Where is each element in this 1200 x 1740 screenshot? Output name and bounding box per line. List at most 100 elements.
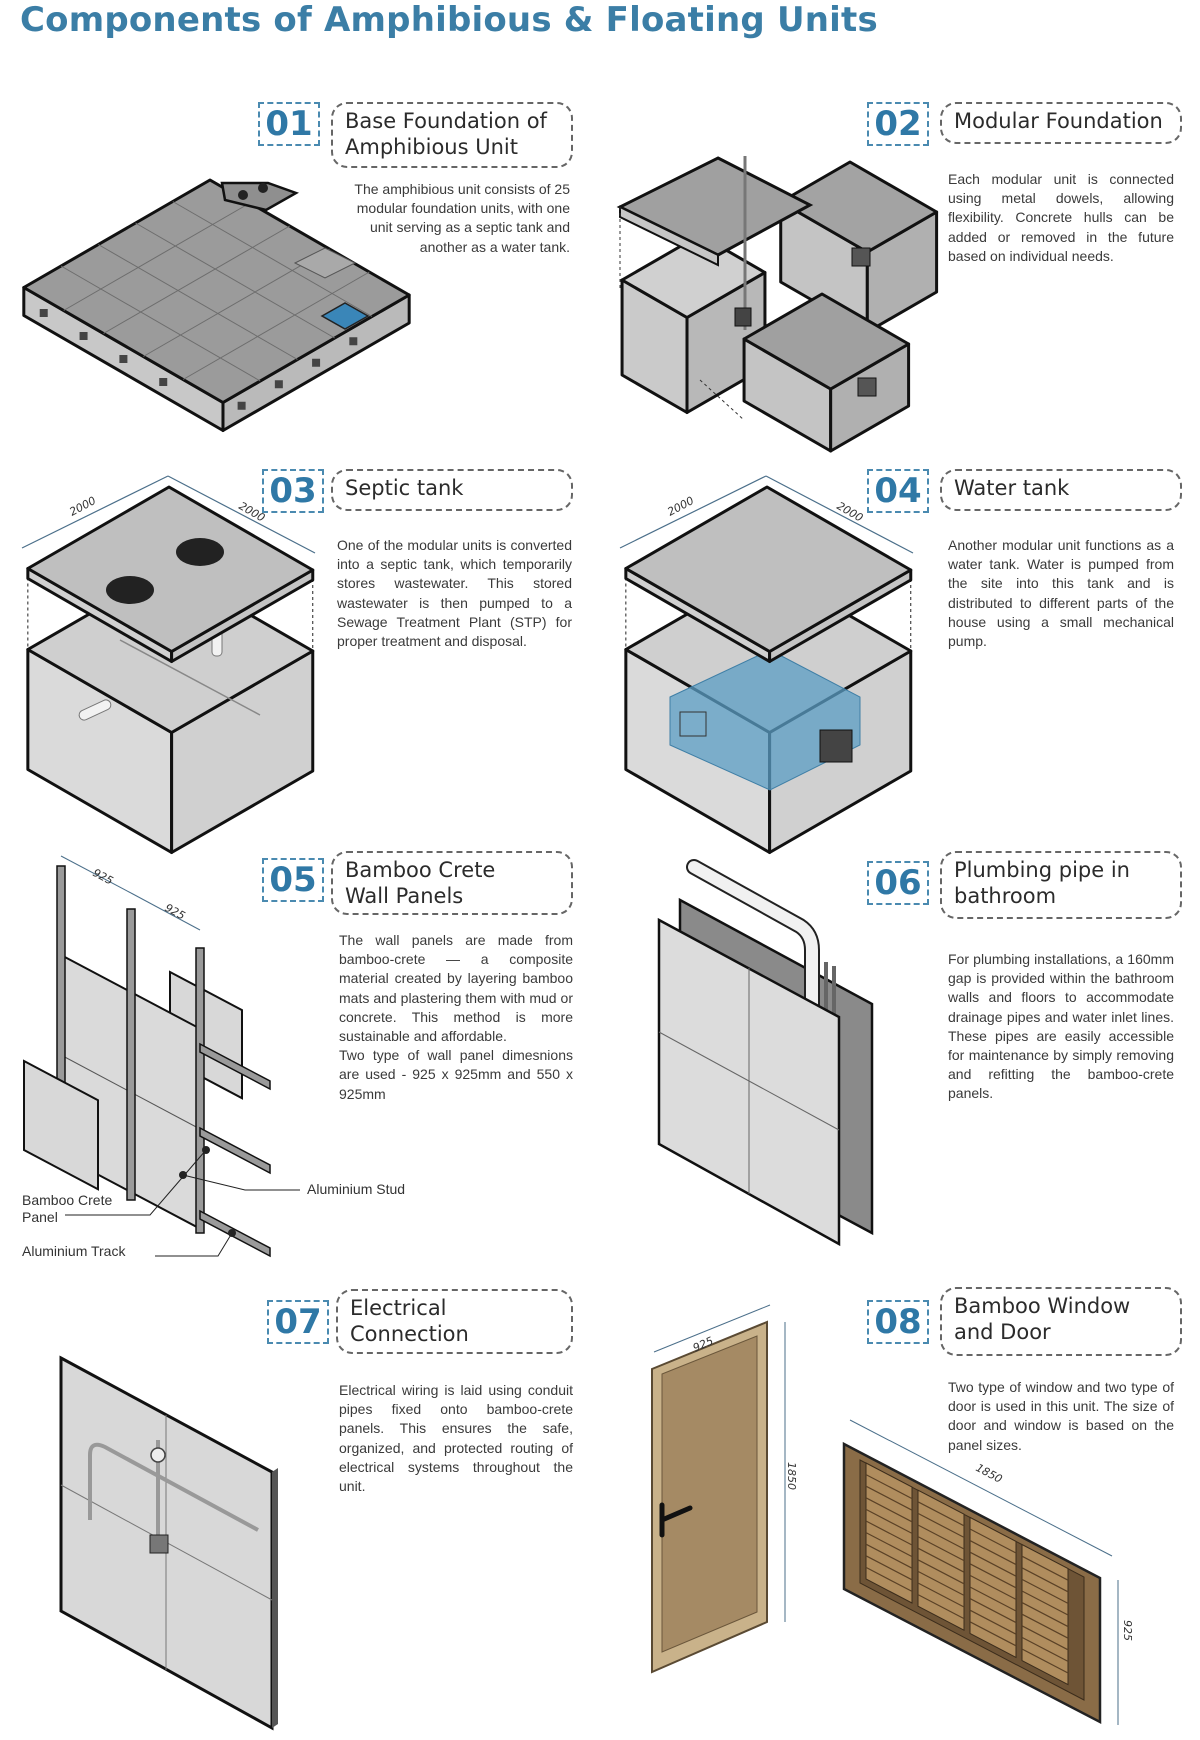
box-top-face (624, 485, 913, 653)
door-handle (659, 1502, 693, 1538)
section-title-08: Bamboo Window and Door (940, 1287, 1182, 1356)
window-door-illustration: 925 1850 1850 925 (651, 1304, 1134, 1725)
description-text: Another modular unit functions as a wate… (948, 537, 1174, 650)
section-title-02: Modular Foundation (940, 102, 1182, 144)
description-text: The amphibious unit consists of 25 modul… (354, 181, 570, 255)
dimension-line (765, 475, 914, 554)
box-top-face (26, 485, 315, 653)
louver-slat (1021, 1625, 1069, 1651)
water-tank-opening (320, 302, 370, 330)
aluminium-stud-label: Aluminium Stud (307, 1181, 406, 1197)
section-number-05: 05 (262, 858, 324, 902)
louver-slat (917, 1512, 965, 1538)
aluminium-track (199, 1042, 271, 1091)
dimension-line (21, 475, 169, 549)
dimension-line (60, 855, 132, 894)
louver-slat (1021, 1613, 1069, 1639)
dimension-line (130, 892, 201, 931)
switch-box (149, 1534, 169, 1554)
title-line: and Door (954, 1320, 1051, 1344)
section-description-03: One of the modular units is converted in… (337, 536, 572, 651)
louver-slat (969, 1598, 1017, 1624)
louver-slat (865, 1497, 913, 1523)
hull-connector (159, 378, 168, 386)
louver-slat (969, 1621, 1017, 1647)
louver-slat (917, 1582, 965, 1608)
louver-slat (917, 1524, 965, 1550)
louver-slat (865, 1543, 913, 1569)
dimension-line (849, 1419, 1113, 1557)
septic-tank-illustration: 2000 2000 (21, 475, 316, 854)
hull-connector (274, 380, 283, 389)
inlet-pipe (78, 699, 112, 721)
louver-slat (917, 1536, 965, 1562)
hull-connector (312, 358, 321, 367)
section-number-04: 04 (867, 469, 929, 513)
title-line: Amphibious Unit (345, 135, 518, 159)
grid-line (172, 201, 373, 317)
inlet-opening (679, 711, 707, 737)
water-tank-illustration: 2000 2000 (619, 475, 914, 854)
louver-slat (917, 1559, 965, 1585)
description-text: Electrical wiring is laid using conduit … (339, 1382, 573, 1495)
section-title-07: Electrical Connection (336, 1289, 573, 1354)
plumbing-illustration (657, 859, 874, 1247)
callout-line (182, 1174, 300, 1191)
hull-connector (79, 332, 88, 340)
louver-slat (969, 1563, 1017, 1589)
hull-connector (119, 355, 128, 363)
louver-slat (865, 1474, 913, 1500)
title-line: Modular Foundation (954, 109, 1163, 133)
louver-slat (865, 1532, 913, 1558)
base-foundation-illustration (22, 178, 411, 432)
louver-slat (1021, 1567, 1069, 1593)
grid-line (103, 225, 290, 334)
description-text: The wall panels are made from bamboo-cre… (339, 932, 573, 1045)
page-title: Components of Amphibious & Floating Unit… (20, 0, 878, 40)
title-line: Electrical (350, 1296, 447, 1320)
water-volume (669, 649, 861, 791)
aluminium-track-label: Aluminium Track (22, 1243, 126, 1259)
panel-edge (272, 1468, 278, 1728)
modular-foundation-illustration (616, 156, 939, 453)
tank-cover (293, 247, 357, 279)
hull-connector (857, 377, 877, 397)
hull-connector (237, 401, 246, 410)
section-title-04: Water tank (940, 469, 1182, 511)
hull-connector (349, 337, 358, 346)
grid-line (135, 222, 335, 339)
louver-slat (865, 1566, 913, 1592)
section-number-07: 07 (267, 1300, 329, 1344)
description-text: Two type of window and two type of door … (948, 1379, 1174, 1453)
guide-line (699, 379, 745, 421)
louver-slat (1021, 1602, 1069, 1628)
section-description-05: The wall panels are made from bamboo-cre… (339, 931, 573, 1104)
louver-slat (865, 1555, 913, 1581)
description-text: Each modular unit is connected using met… (948, 171, 1174, 264)
section-description-06: For plumbing installations, a 160mm gap … (948, 950, 1174, 1104)
louver-slat (1021, 1648, 1069, 1674)
title-line: Water tank (954, 476, 1070, 500)
aluminium-stud (195, 947, 205, 1234)
section-number-01: 01 (258, 102, 320, 146)
section-description-01: The amphibious unit consists of 25 modul… (334, 180, 570, 257)
title-line: Base Foundation of (345, 109, 547, 133)
junction-box (150, 1447, 166, 1463)
title-line: Bamboo Window (954, 1294, 1131, 1318)
wall-panel-illustration: 925 925 (23, 855, 300, 1258)
grid-line (143, 248, 330, 357)
dimension-label: 1850 (785, 1462, 798, 1490)
description-text: One of the modular units is converted in… (337, 537, 572, 650)
description-text: For plumbing installations, a 160mm gap … (948, 951, 1174, 1102)
callout-line (65, 1149, 207, 1216)
section-title-05: Bamboo Crete Wall Panels (331, 851, 573, 915)
louver-slat (917, 1501, 965, 1527)
louver-slat (969, 1551, 1017, 1577)
dimension-label: 2000 (665, 494, 696, 519)
title-line: bathroom (954, 884, 1057, 908)
title-line: Septic tank (345, 476, 464, 500)
grid-line (63, 202, 251, 311)
dimension-label: 925 (1121, 1620, 1134, 1641)
